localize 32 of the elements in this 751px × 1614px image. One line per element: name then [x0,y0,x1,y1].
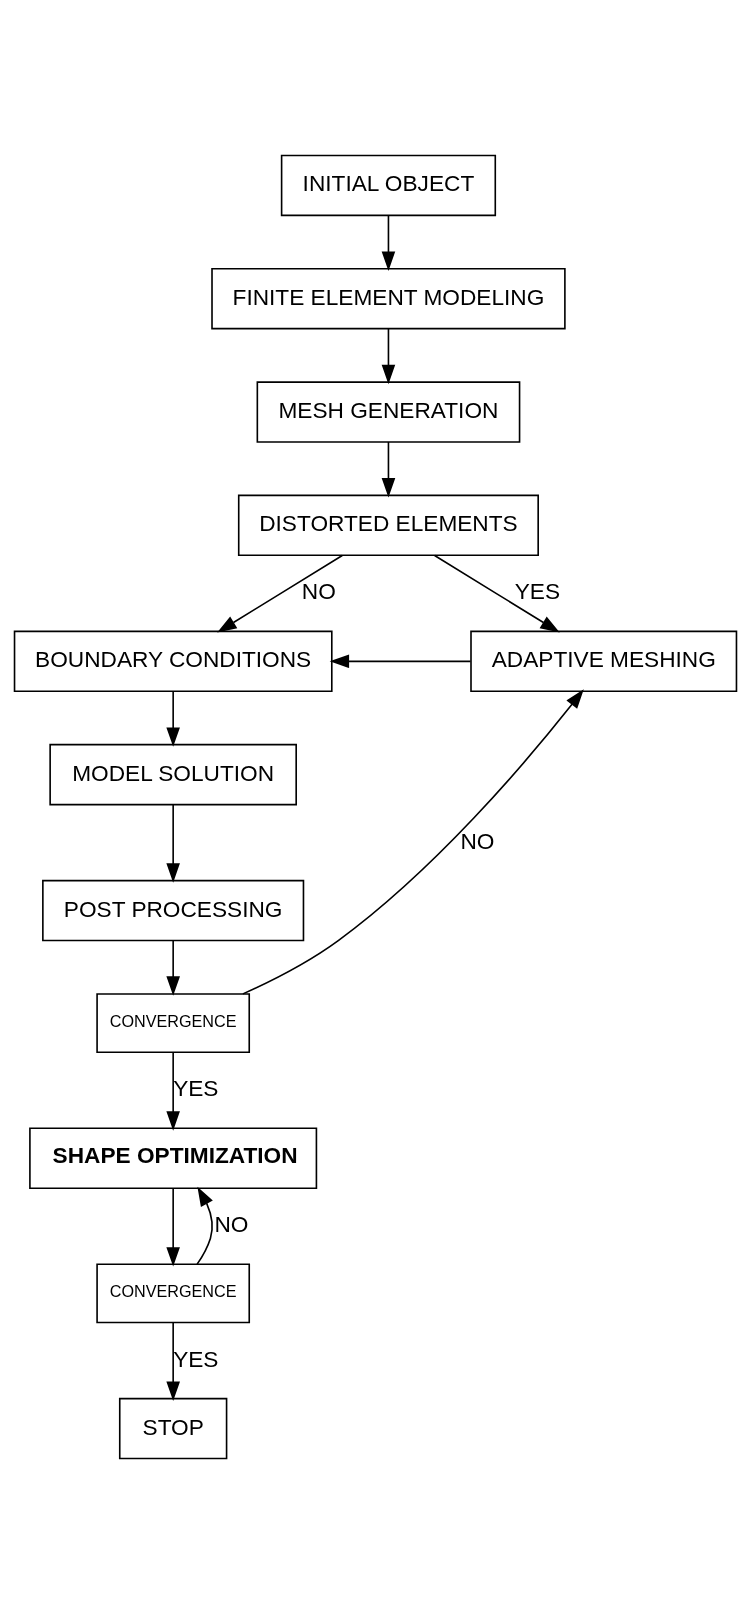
node-box: STOP [118,1397,228,1460]
node-box: CONVERGENCE [96,993,251,1054]
node-box: ADAPTIVE MESHING [470,630,738,693]
node-box: BOUNDARY CONDITIONS [13,630,333,693]
arrow [166,1322,180,1402]
arrow [329,654,472,669]
arrow [166,804,180,883]
node-box: FINITE ELEMENT MODELING [211,267,566,330]
node-box: MESH GENERATION [256,381,521,443]
edge-label: NO [214,1211,249,1238]
node-box: INITIAL OBJECT [280,154,497,217]
arrow [381,441,396,498]
arrow [166,1187,180,1267]
node-box: MODEL SOLUTION [49,743,297,806]
arrow [166,690,180,747]
arrow [166,1051,180,1131]
arrow [381,327,396,385]
arrow [433,554,560,633]
arrow [196,1186,213,1265]
edge-label: NO [460,827,495,854]
edge-label: YES [173,1075,219,1102]
node-box: SHAPE OPTIMIZATION [29,1127,318,1189]
edge-label: YES [514,578,561,605]
arrow [166,940,180,996]
edge-label: NO [301,578,336,605]
arrow [242,689,584,995]
node-box: DISTORTED ELEMENTS [237,494,539,557]
edge-label: YES [173,1345,219,1372]
arrow [217,554,344,633]
arrow [381,214,396,271]
node-box: CONVERGENCE [96,1263,251,1324]
node-box: POST PROCESSING [42,879,305,942]
